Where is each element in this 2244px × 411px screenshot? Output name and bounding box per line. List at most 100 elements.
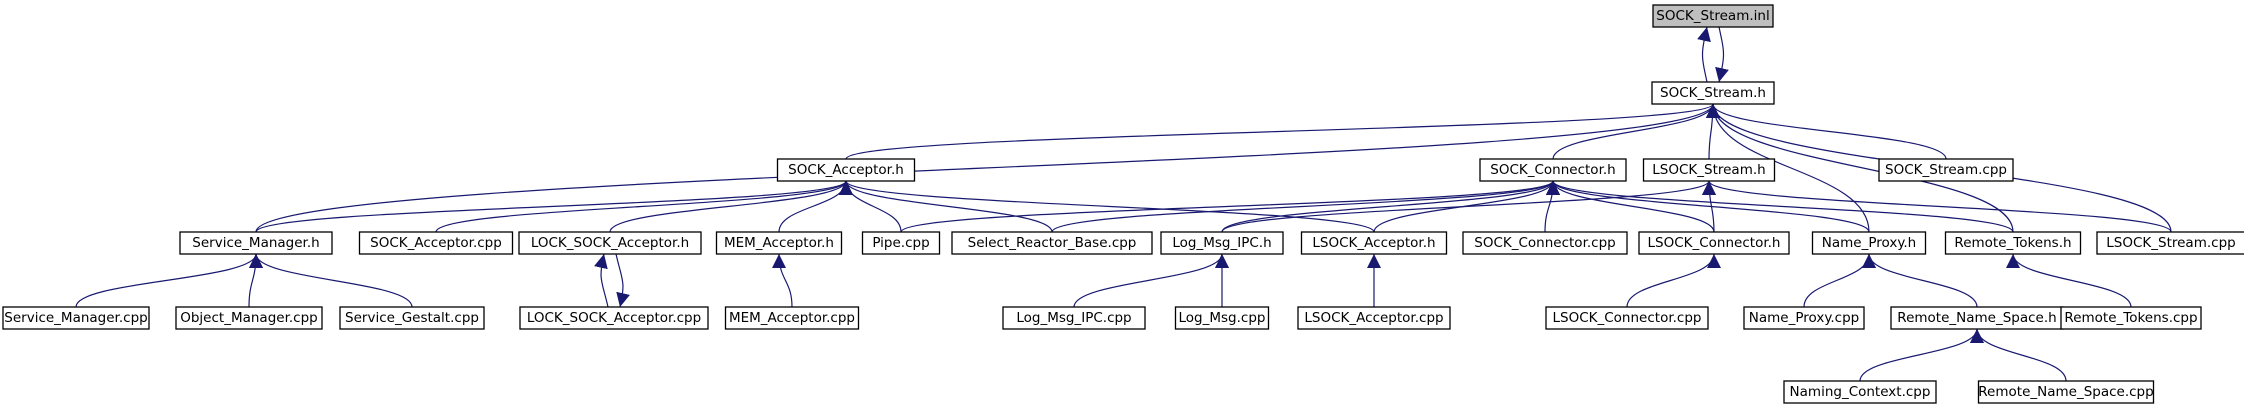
file-node-box	[358, 231, 514, 255]
file-node-service-gestalt-cpp[interactable]: Service_Gestalt.cpp	[339, 306, 485, 330]
include-edge-service-gestalt-cpp-to-service-manager-h	[249, 253, 413, 308]
include-edge-remote-tokens-h-to-sock-connector-h	[1546, 180, 2014, 233]
file-node-box	[951, 231, 1153, 255]
file-node-box	[724, 306, 860, 330]
file-node-name-proxy-cpp[interactable]: Name_Proxy.cpp	[1743, 306, 1865, 330]
file-node-label: MEM_Acceptor.cpp	[729, 310, 855, 326]
file-node-box	[715, 231, 843, 255]
include-edge-lsock-stream-h-to-sock-stream-h	[1705, 103, 1720, 160]
file-node-lsock-stream-cpp[interactable]: LSOCK_Stream.cpp	[2096, 231, 2244, 255]
include-edge-mem-acceptor-cpp-to-mem-acceptor-h	[772, 253, 793, 308]
file-node-label: Remote_Name_Space.h	[1897, 310, 2056, 326]
include-edge-lock-sock-acceptor-h-to-lock-sock-acceptor-cpp	[615, 253, 630, 308]
file-node-box	[776, 158, 916, 182]
file-node-service-manager-h[interactable]: Service_Manager.h	[179, 231, 333, 255]
file-node-service-manager-cpp[interactable]: Service_Manager.cpp	[2, 306, 150, 330]
file-node-label: SOCK_Stream.cpp	[1885, 162, 2007, 178]
file-node-box	[1300, 231, 1448, 255]
file-node-label: Naming_Context.cpp	[1790, 384, 1931, 400]
include-edge-remote-name-space-cpp-to-remote-name-space-h	[1970, 328, 2067, 382]
file-node-sock-connector-cpp[interactable]: SOCK_Connector.cpp	[1462, 231, 1628, 255]
include-edge-sock-stream-cpp-to-sock-stream-h	[1706, 103, 1947, 160]
include-edge-service-manager-h-to-sock-acceptor-h	[255, 180, 853, 233]
file-node-pipe-cpp[interactable]: Pipe.cpp	[861, 231, 941, 255]
file-node-remote-name-space-cpp[interactable]: Remote_Name_Space.cpp	[1977, 380, 2155, 404]
file-node-sock-stream-cpp[interactable]: SOCK_Stream.cpp	[1878, 158, 2014, 182]
file-node-label: SOCK_Connector.h	[1490, 162, 1615, 178]
file-node-box	[175, 306, 323, 330]
include-edge-sock-acceptor-cpp-to-sock-acceptor-h	[435, 180, 853, 233]
file-node-box	[1944, 231, 2082, 255]
file-node-label: Service_Manager.h	[192, 235, 319, 251]
include-edge-sock-acceptor-h-to-sock-stream-h	[845, 103, 1720, 160]
file-node-label: Name_Proxy.h	[1822, 235, 1916, 251]
file-node-sock-connector-h[interactable]: SOCK_Connector.h	[1479, 158, 1627, 182]
include-edge-mem-acceptor-h-to-sock-acceptor-h	[778, 180, 853, 233]
file-node-box	[2060, 306, 2202, 330]
file-node-box	[1479, 158, 1627, 182]
file-node-label: LSOCK_Stream.h	[1652, 162, 1765, 178]
include-edge-select-reactor-base-cpp-to-sock-connector-h	[1051, 180, 1560, 233]
include-edge-lsock-connector-cpp-to-lsock-connector-h	[1626, 253, 1721, 308]
file-node-lock-sock-acceptor-cpp[interactable]: LOCK_SOCK_Acceptor.cpp	[519, 306, 709, 330]
file-node-box	[1297, 306, 1451, 330]
file-node-select-reactor-base-cpp[interactable]: Select_Reactor_Base.cpp	[951, 231, 1153, 255]
include-edge-naming-context-cpp-to-remote-name-space-h	[1859, 328, 1984, 382]
file-node-lsock-connector-h[interactable]: LSOCK_Connector.h	[1638, 231, 1790, 255]
file-node-label: Log_Msg_IPC.h	[1172, 235, 1271, 251]
file-node-naming-context-cpp[interactable]: Naming_Context.cpp	[1783, 380, 1937, 404]
include-edge-lock-sock-acceptor-cpp-to-lock-sock-acceptor-h	[594, 253, 609, 308]
file-node-name-proxy-h[interactable]: Name_Proxy.h	[1811, 231, 1927, 255]
file-node-sock-acceptor-h[interactable]: SOCK_Acceptor.h	[776, 158, 916, 182]
file-node-label: Select_Reactor_Base.cpp	[968, 235, 1137, 251]
file-node-label: Service_Gestalt.cpp	[345, 310, 479, 326]
file-node-label: SOCK_Connector.cpp	[1474, 235, 1615, 251]
file-node-label: LSOCK_Stream.cpp	[2106, 235, 2235, 251]
file-node-box	[1878, 158, 2014, 182]
include-edge-name-proxy-cpp-to-name-proxy-h	[1803, 253, 1876, 308]
file-node-label: SOCK_Acceptor.cpp	[370, 235, 502, 251]
file-node-box	[1160, 231, 1284, 255]
file-node-box	[179, 231, 333, 255]
file-node-lsock-acceptor-cpp[interactable]: LSOCK_Acceptor.cpp	[1297, 306, 1451, 330]
file-node-box	[339, 306, 485, 330]
file-node-label: SOCK_Acceptor.h	[788, 162, 904, 178]
file-node-label: Pipe.cpp	[872, 235, 929, 251]
file-node-box	[1638, 231, 1790, 255]
include-edge-log-msg-ipc-cpp-to-log-msg-ipc-h	[1073, 253, 1229, 308]
file-node-log-msg-cpp[interactable]: Log_Msg.cpp	[1174, 306, 1270, 330]
file-node-box	[1743, 306, 1865, 330]
file-node-remote-name-space-h[interactable]: Remote_Name_Space.h	[1890, 306, 2064, 330]
file-node-log-msg-ipc-h[interactable]: Log_Msg_IPC.h	[1160, 231, 1284, 255]
file-node-lsock-acceptor-h[interactable]: LSOCK_Acceptor.h	[1300, 231, 1448, 255]
file-node-lsock-stream-h[interactable]: LSOCK_Stream.h	[1642, 158, 1776, 182]
include-edge-sock-stream-h-to-sock-stream-inl	[1697, 26, 1711, 83]
file-node-object-manager-cpp[interactable]: Object_Manager.cpp	[175, 306, 323, 330]
file-node-box	[1642, 158, 1776, 182]
include-edge-sock-connector-h-to-sock-stream-h	[1552, 103, 1720, 160]
file-node-remote-tokens-h[interactable]: Remote_Tokens.h	[1944, 231, 2082, 255]
file-node-label: LOCK_SOCK_Acceptor.h	[531, 235, 689, 251]
file-node-mem-acceptor-h[interactable]: MEM_Acceptor.h	[715, 231, 843, 255]
file-node-lock-sock-acceptor-h[interactable]: LOCK_SOCK_Acceptor.h	[518, 231, 702, 255]
file-node-label: Remote_Name_Space.cpp	[1978, 384, 2153, 400]
file-node-sock-acceptor-cpp[interactable]: SOCK_Acceptor.cpp	[358, 231, 514, 255]
file-node-box	[1002, 306, 1146, 330]
file-node-mem-acceptor-cpp[interactable]: MEM_Acceptor.cpp	[724, 306, 860, 330]
file-node-box	[2096, 231, 2244, 255]
file-node-box	[1651, 81, 1775, 105]
include-edge-log-msg-ipc-h-to-lsock-stream-h	[1221, 180, 1716, 233]
file-node-box	[1783, 380, 1937, 404]
file-node-sock-stream-h[interactable]: SOCK_Stream.h	[1651, 81, 1775, 105]
include-edge-service-manager-h-to-sock-stream-h	[255, 103, 1720, 233]
file-node-label: MEM_Acceptor.h	[724, 235, 834, 251]
include-edge-sock-stream-inl-to-sock-stream-h	[1715, 26, 1729, 83]
include-edge-lock-sock-acceptor-h-to-sock-acceptor-h	[609, 180, 853, 233]
file-node-sock-stream-inl[interactable]: SOCK_Stream.inl	[1652, 4, 1774, 28]
file-node-remote-tokens-cpp[interactable]: Remote_Tokens.cpp	[2060, 306, 2202, 330]
file-node-log-msg-ipc-cpp[interactable]: Log_Msg_IPC.cpp	[1002, 306, 1146, 330]
file-node-box	[1811, 231, 1927, 255]
file-node-lsock-connector-cpp[interactable]: LSOCK_Connector.cpp	[1545, 306, 1709, 330]
edge-layer	[75, 26, 2172, 382]
